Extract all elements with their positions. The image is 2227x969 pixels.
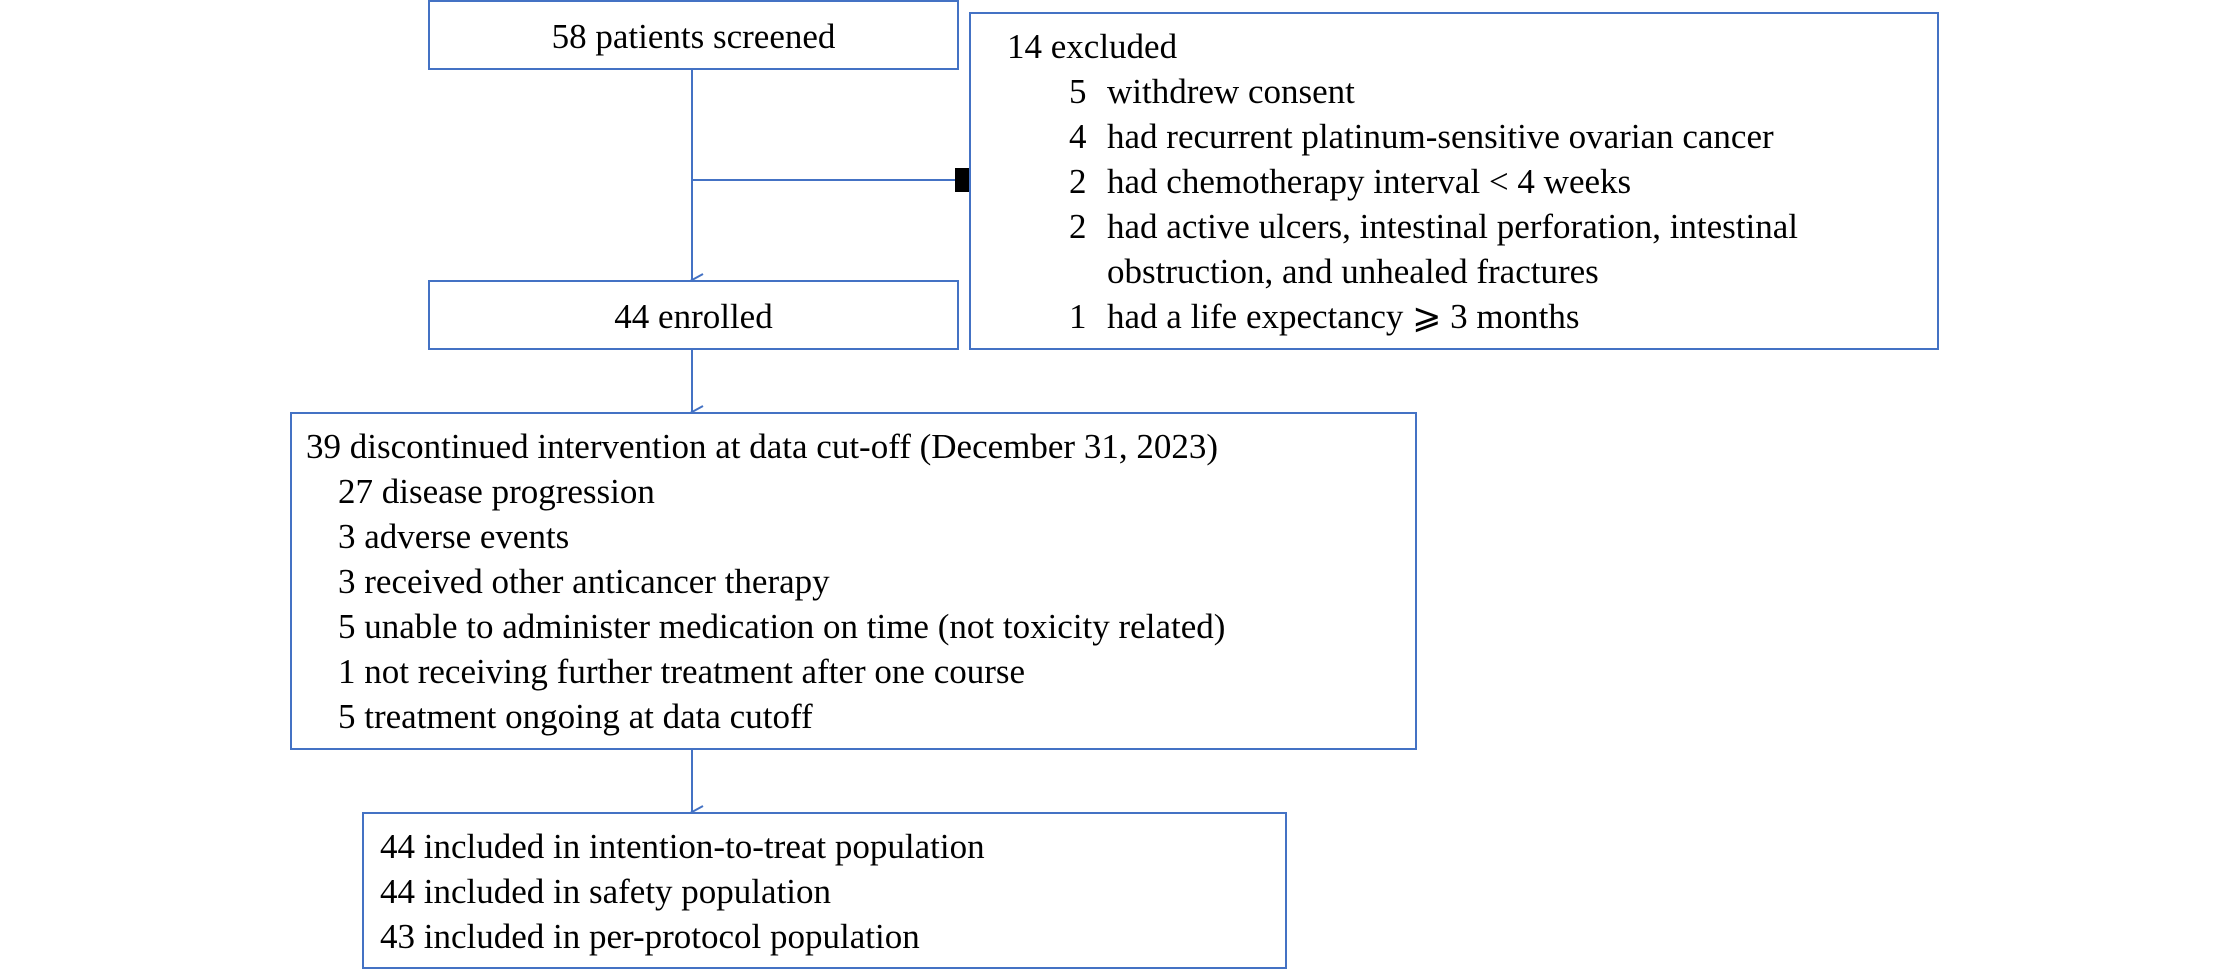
discontinued-title: 39 discontinued intervention at data cut… xyxy=(306,427,1218,466)
population-item: 43 included in per-protocol population xyxy=(380,917,920,956)
excluded-item-continuation: obstruction, and unhealed fractures xyxy=(1107,252,1599,291)
excluded-item-text: had recurrent platinum-sensitive ovarian… xyxy=(1107,117,1774,156)
excluded-item-text: withdrew consent xyxy=(1107,72,1355,111)
discontinued-item: 1 not receiving further treatment after … xyxy=(338,652,1026,691)
screened-box: 58 patients screened xyxy=(428,0,959,70)
excluded-item-count: 2 xyxy=(1069,162,1087,201)
excluded-item-count: 2 xyxy=(1069,207,1087,246)
discontinued-item: 27 disease progression xyxy=(338,472,655,511)
excluded-item-text: had active ulcers, intestinal perforatio… xyxy=(1107,207,1799,246)
population-item: 44 included in safety population xyxy=(380,872,832,911)
discontinued-item: 5 treatment ongoing at data cutoff xyxy=(338,697,813,736)
excluded-box: 14 excluded 5 withdrew consent 4 had rec… xyxy=(969,12,1939,350)
enrolled-box: 44 enrolled xyxy=(428,280,959,350)
screened-label: 58 patients screened xyxy=(551,17,836,56)
discontinued-item: 5 unable to administer medication on tim… xyxy=(338,607,1226,646)
excluded-item-text: had chemotherapy interval < 4 weeks xyxy=(1107,162,1632,201)
excluded-item-count: 4 xyxy=(1069,117,1087,156)
discontinued-box: 39 discontinued intervention at data cut… xyxy=(290,412,1417,750)
excluded-title: 14 excluded xyxy=(1007,27,1178,66)
enrolled-label: 44 enrolled xyxy=(614,297,773,336)
excluded-item-count: 1 xyxy=(1069,297,1087,336)
branch-junction-marker xyxy=(955,168,971,192)
discontinued-item: 3 received other anticancer therapy xyxy=(338,562,830,601)
excluded-item-count: 5 xyxy=(1069,72,1087,111)
population-item: 44 included in intention-to-treat popula… xyxy=(380,827,985,866)
excluded-item-text: had a life expectancy ⩾ 3 months xyxy=(1107,297,1580,336)
populations-box: 44 included in intention-to-treat popula… xyxy=(362,812,1287,969)
discontinued-item: 3 adverse events xyxy=(338,517,570,556)
